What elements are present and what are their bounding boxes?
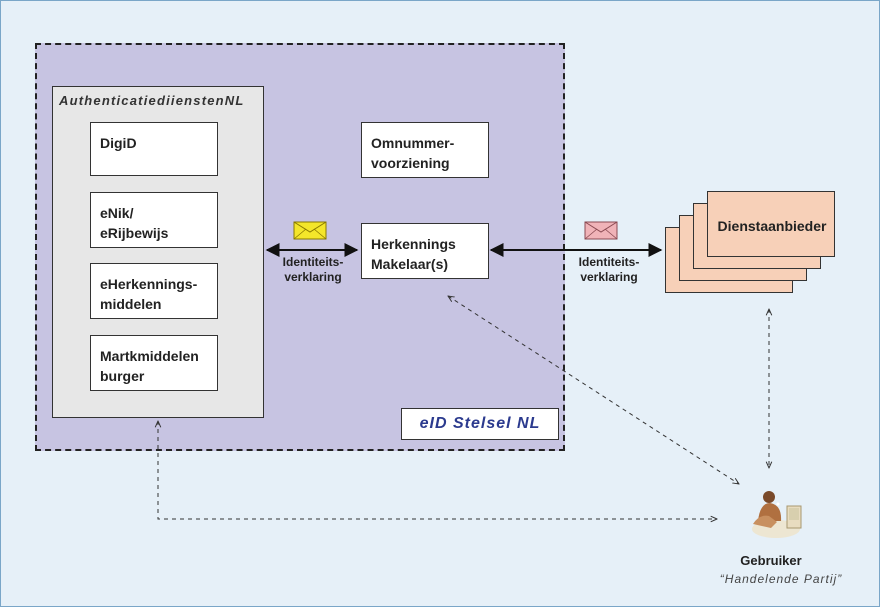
herkenningsmakelaar-box: Herkennings Makelaar(s) bbox=[361, 223, 489, 279]
dashed-arrow-auth-user bbox=[158, 421, 717, 519]
identiteitsverklaring-left: Identiteits- verklaring bbox=[282, 255, 344, 284]
authenticatiediensten-title: AuthenticatiediienstenNL bbox=[59, 93, 245, 108]
handelende-partij-label: “Handelende Partij” bbox=[719, 572, 843, 586]
envelope-pink-icon bbox=[584, 221, 618, 240]
eherkenningsmiddelen-box: eHerkennings- middelen bbox=[90, 263, 218, 319]
dienstaanbieder-label: Dienstaanbieder bbox=[717, 218, 827, 234]
gebruiker-label: Gebruiker bbox=[740, 553, 802, 568]
omnummervoorziening-box: Omnummer- voorziening bbox=[361, 122, 489, 178]
enik-box: eNik/ eRijbewijs bbox=[90, 192, 218, 248]
dienstaanbieder-box bbox=[707, 191, 835, 257]
marktmiddelen-box: Martkmiddelen burger bbox=[90, 335, 218, 391]
identiteitsverklaring-right: Identiteits- verklaring bbox=[578, 255, 640, 284]
dashed-arrow-makelaar-user bbox=[448, 296, 739, 484]
user-at-computer-icon bbox=[752, 491, 802, 538]
envelope-yellow-icon bbox=[293, 221, 327, 240]
digid-box: DigiD bbox=[90, 122, 218, 176]
